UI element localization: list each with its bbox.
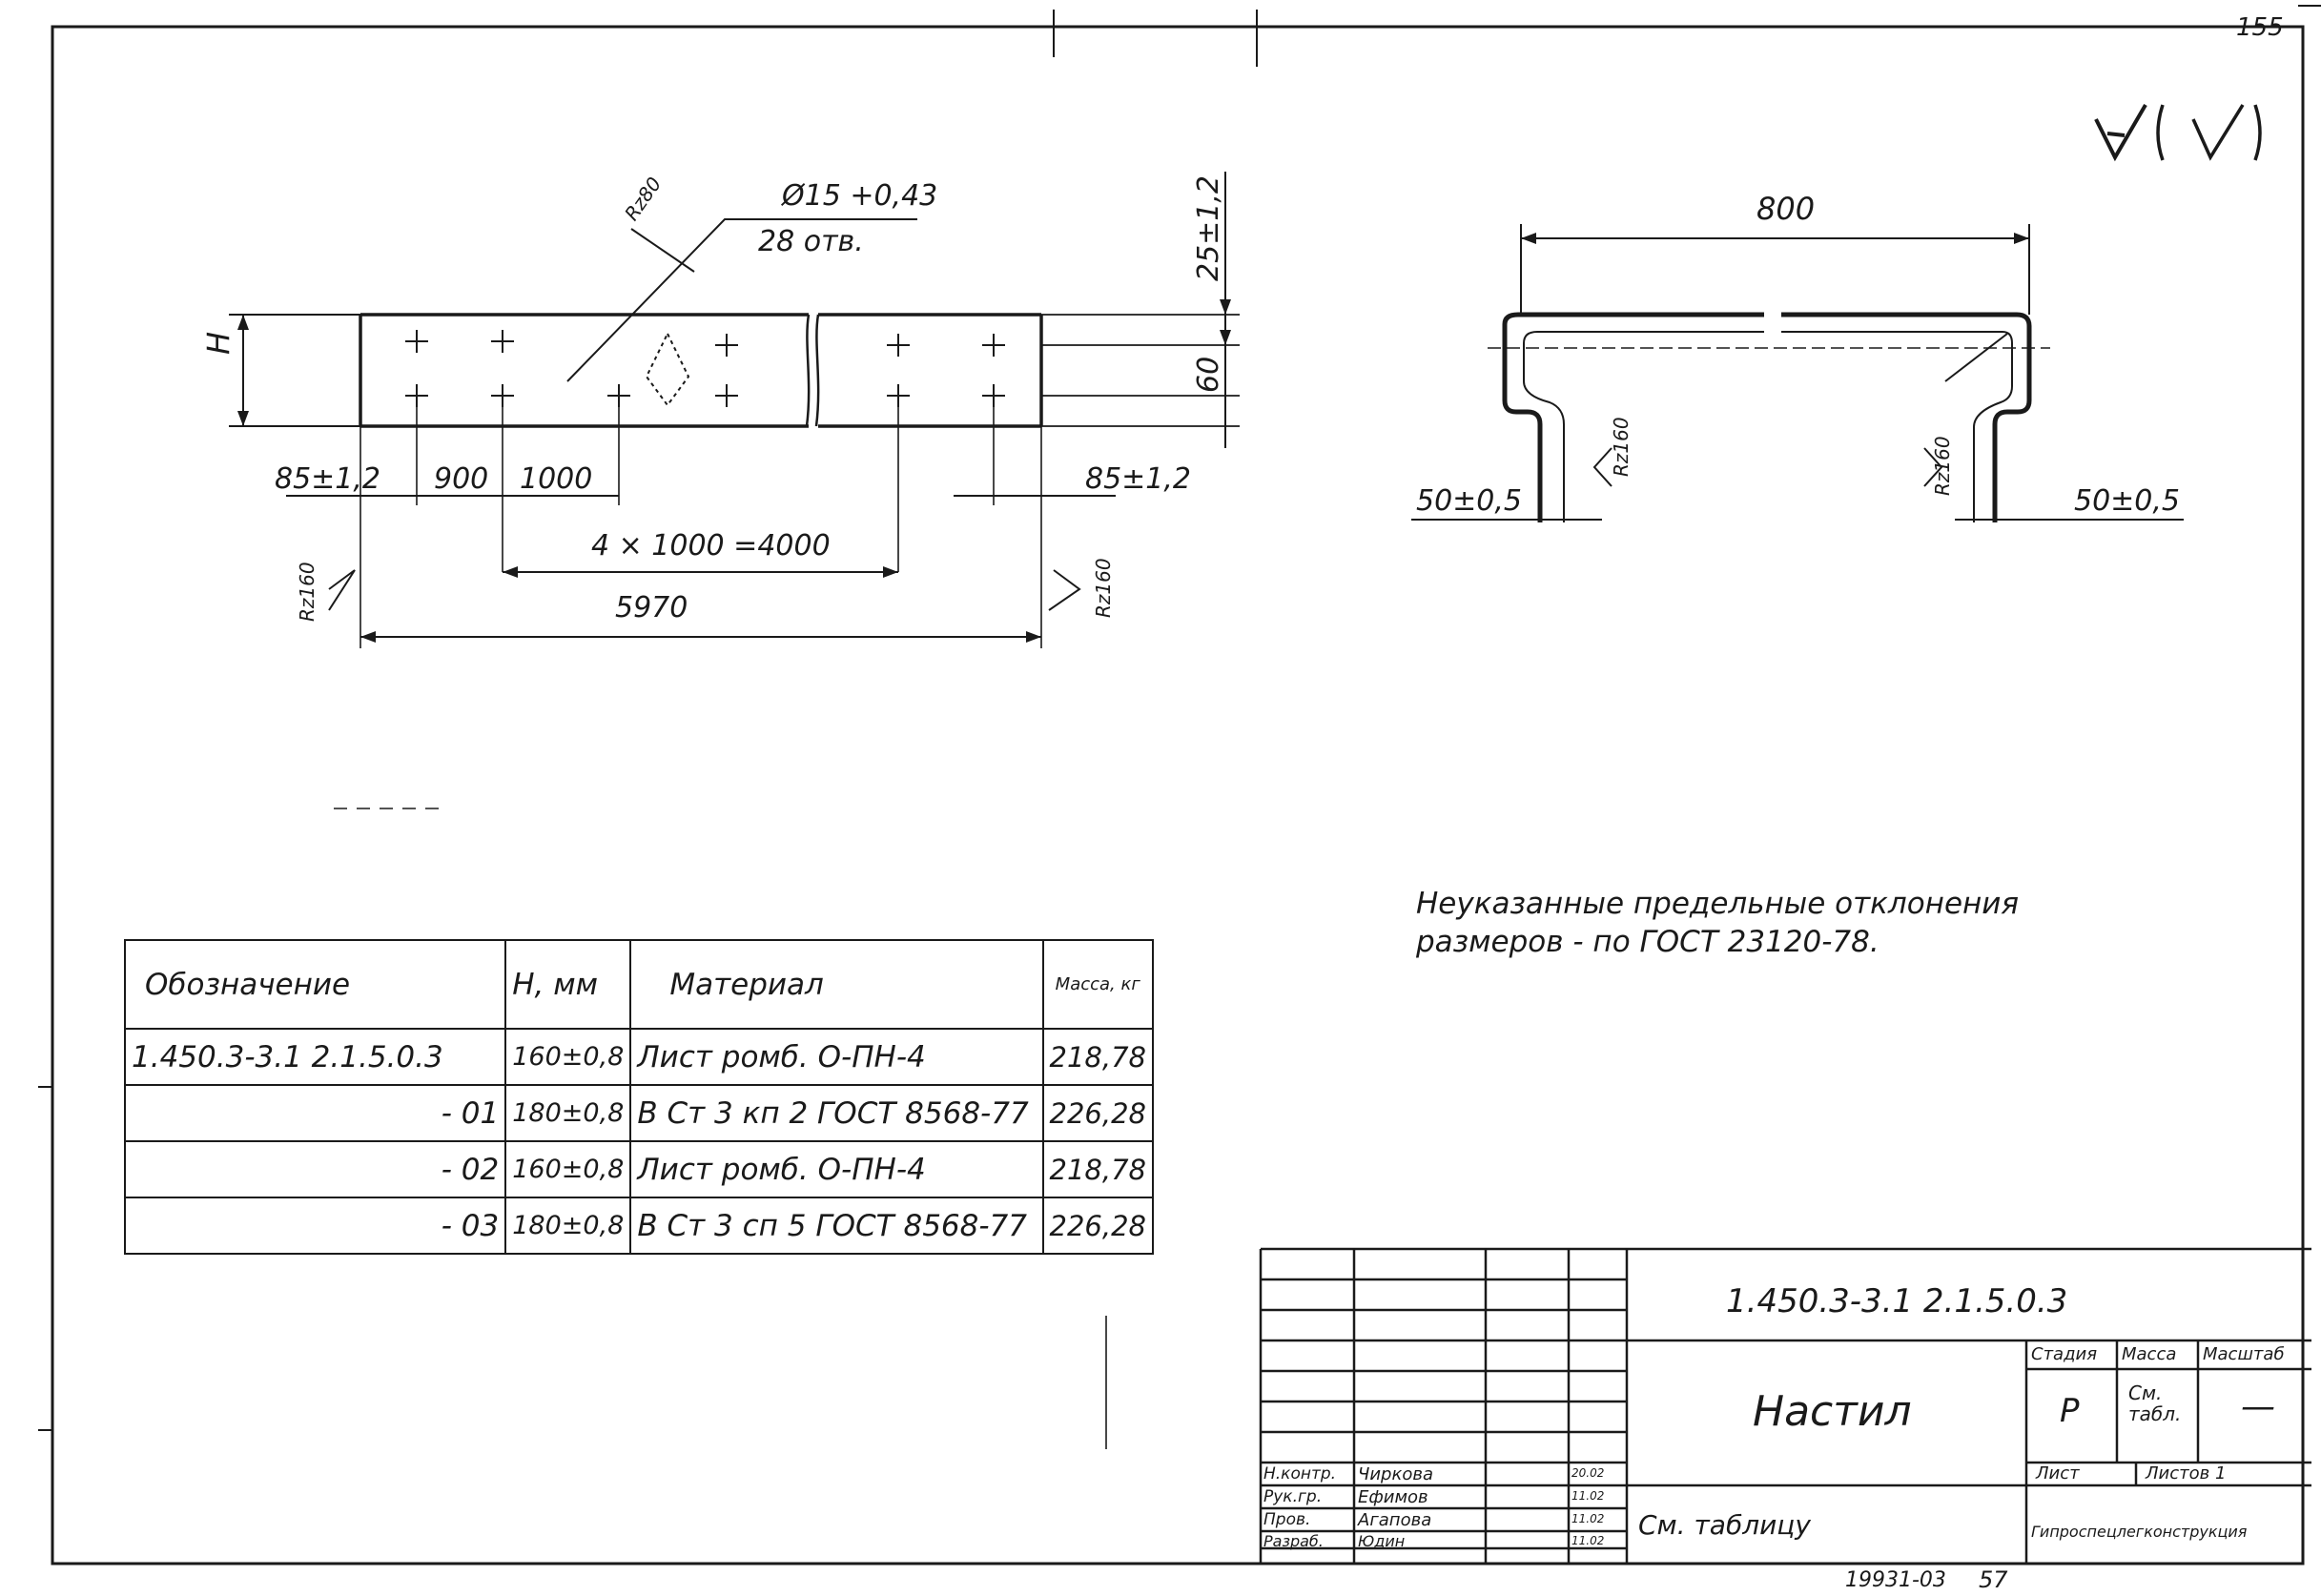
cell-height: 180±0,8 [504,1197,632,1255]
height-label: H [200,331,236,355]
mass-label: Масса [2122,1344,2177,1364]
signature-date: 11.02 [1571,1534,1605,1547]
stage-value: Р [2060,1392,2080,1430]
scale-label: Масштаб [2203,1344,2285,1364]
archive-number: 19931-03 [1845,1568,1946,1592]
cell-height: 180±0,8 [504,1084,632,1142]
cell-mass: 226,28 [1041,1197,1154,1255]
cell-mass: 226,28 [1041,1084,1154,1142]
signature-name: Ефимов [1358,1487,1428,1507]
roughness-section-left: Rz160 [1610,417,1633,477]
header-height: H, мм [504,939,632,1030]
signature-date: 20.02 [1571,1466,1605,1480]
title-block-title: Настил [1753,1387,1912,1436]
archive-page: 57 [1979,1566,2008,1593]
signature-name: Юдин [1358,1532,1406,1550]
flange-right-dim: 50±0,5 [2074,484,2181,518]
signature-role: Пров. [1263,1510,1311,1529]
overall-length-dim: 5970 [615,591,688,624]
signature-name: Чиркова [1358,1464,1433,1484]
title-block-code: 1.450.3-3.1 2.1.5.0.3 [1726,1282,2068,1320]
signature-role: Разраб. [1263,1532,1324,1550]
signature-date: 11.02 [1571,1489,1605,1503]
roughness-section-right: Rz160 [1931,436,1954,496]
roughness-general-symbol: √ (√) [2098,103,2100,104]
offset-vertical-dim: 25±1,2 [1192,174,1225,281]
signature-role: Н.контр. [1263,1464,1337,1483]
cell-designation: - 01 [123,1084,507,1142]
cell-height: 160±0,8 [504,1028,632,1086]
table-row: - 03 180±0,8 В Ст 3 сп 5 ГОСТ 8568-77 22… [123,1197,1154,1255]
cell-mass: 218,78 [1041,1028,1154,1086]
title-block-material-note: См. таблицу [1638,1509,1811,1541]
cell-height: 160±0,8 [504,1140,632,1198]
organization-name: Гипроспецлегконструкция [2031,1523,2248,1541]
specification-table: Обозначение H, мм Материал Масса, кг 1.4… [123,939,1154,1255]
header-designation: Обозначение [123,939,507,1030]
header-mass: Масса, кг [1041,939,1154,1030]
hole-callout: Ø15 +0,43 [782,179,938,213]
cell-material: В Ст 3 кп 2 ГОСТ 8568-77 [629,1084,1044,1142]
table-row: 1.450.3-3.1 2.1.5.0.3 160±0,8 Лист ромб.… [123,1028,1154,1086]
table-row: - 01 180±0,8 В Ст 3 кп 2 ГОСТ 8568-77 22… [123,1084,1154,1142]
roughness-left: Rz160 [296,562,318,622]
edge-right-dim: 85±1,2 [1085,462,1192,496]
page-number: 155 [2236,13,2284,42]
mass-value: См. табл. [2128,1381,2182,1425]
gap-900-dim: 900 [434,462,489,496]
hole-count: 28 отв. [758,225,864,258]
signature-date: 11.02 [1571,1512,1605,1525]
cell-designation: - 02 [123,1140,507,1198]
note-line-2: размеров - по ГОСТ 23120-78. [1416,925,1879,959]
roughness-right: Rz160 [1092,558,1115,618]
signature-name: Агапова [1358,1510,1432,1530]
cell-designation: 1.450.3-3.1 2.1.5.0.3 [123,1028,507,1086]
flange-left-dim: 50±0,5 [1416,484,1523,518]
scale-value: — [2241,1387,2275,1426]
stage-label: Стадия [2031,1344,2098,1364]
sheets-label: Листов 1 [2146,1463,2227,1483]
signature-role: Рук.гр. [1263,1487,1323,1506]
row-spacing-dim: 60 [1192,356,1225,393]
table-row: - 02 160±0,8 Лист ромб. О-ПН-4 218,78 [123,1140,1154,1198]
cell-material: Лист ромб. О-ПН-4 [629,1028,1044,1086]
sheet-label: Лист [2036,1463,2080,1483]
cell-designation: - 03 [123,1197,507,1255]
header-material: Материал [629,939,1044,1030]
note-line-1: Неуказанные предельные отклонения [1416,887,2020,921]
pitch-total-dim: 4 × 1000 =4000 [591,529,831,563]
cell-material: Лист ромб. О-ПН-4 [629,1140,1044,1198]
width-dim: 800 [1756,191,1816,227]
edge-left-dim: 85±1,2 [275,462,381,496]
cell-material: В Ст 3 сп 5 ГОСТ 8568-77 [629,1197,1044,1255]
gap-1000-dim: 1000 [520,462,593,496]
cell-mass: 218,78 [1041,1140,1154,1198]
table-header-row: Обозначение H, мм Материал Масса, кг [123,939,1154,1030]
